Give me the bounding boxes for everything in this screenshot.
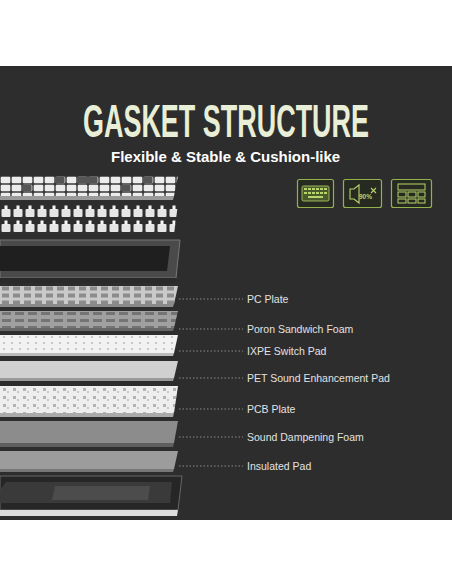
switches-layer — [0, 204, 178, 234]
part-label: Sound Dampening Foam — [247, 431, 364, 444]
pc-plate — [0, 286, 178, 307]
part-label: PCB Plate — [247, 403, 295, 416]
dampening-foam — [0, 421, 178, 447]
part-label: Insulated Pad — [247, 460, 311, 473]
leader-lines — [179, 299, 243, 466]
ixpe-pad — [0, 335, 178, 356]
part-label: Poron Sandwich Foam — [247, 323, 353, 336]
bottom-case — [0, 476, 182, 516]
poron-foam — [0, 311, 178, 331]
case-frame — [0, 240, 180, 283]
insulated-pad — [0, 451, 178, 472]
keycaps-layer — [0, 176, 178, 200]
part-label: IXPE Switch Pad — [247, 345, 326, 358]
pet-pad — [0, 361, 178, 381]
pcb-plate — [0, 386, 178, 417]
subtitle: Flexible & Stable & Cushion-like — [111, 149, 340, 166]
icon-percent: 90% — [359, 194, 372, 201]
heading: GASKET STRUCTURE — [83, 98, 369, 144]
background-panel — [0, 66, 452, 520]
part-label: PC Plate — [247, 293, 288, 306]
part-label: PET Sound Enhancement Pad — [247, 372, 390, 385]
feature-icons — [298, 180, 432, 208]
